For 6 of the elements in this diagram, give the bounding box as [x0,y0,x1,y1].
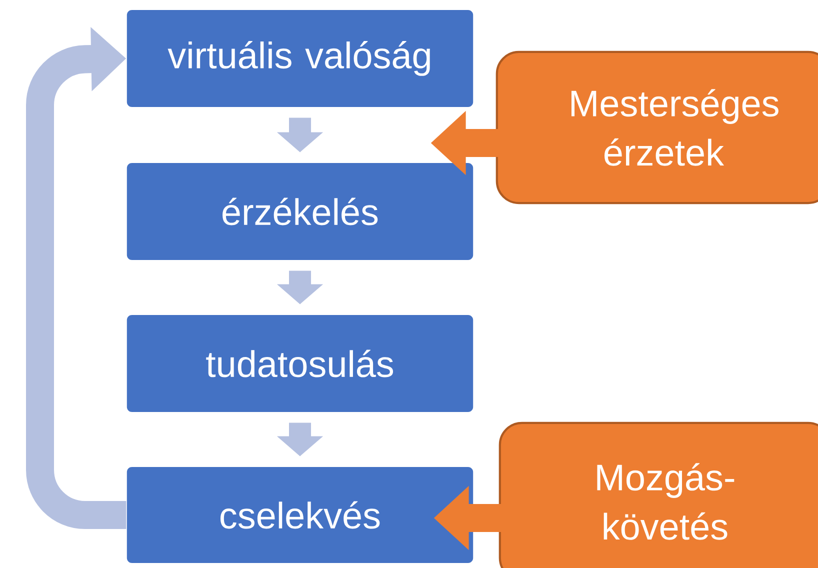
process-box: tudatosulás [126,314,474,412]
process-box: érzékelés [126,162,474,260]
callout-box: Mozgás- követés [498,422,818,568]
process-box: virtuális valóság [126,10,474,108]
callout-box: Mesterséges érzetek [496,50,818,204]
process-box: cselekvés [126,466,474,564]
